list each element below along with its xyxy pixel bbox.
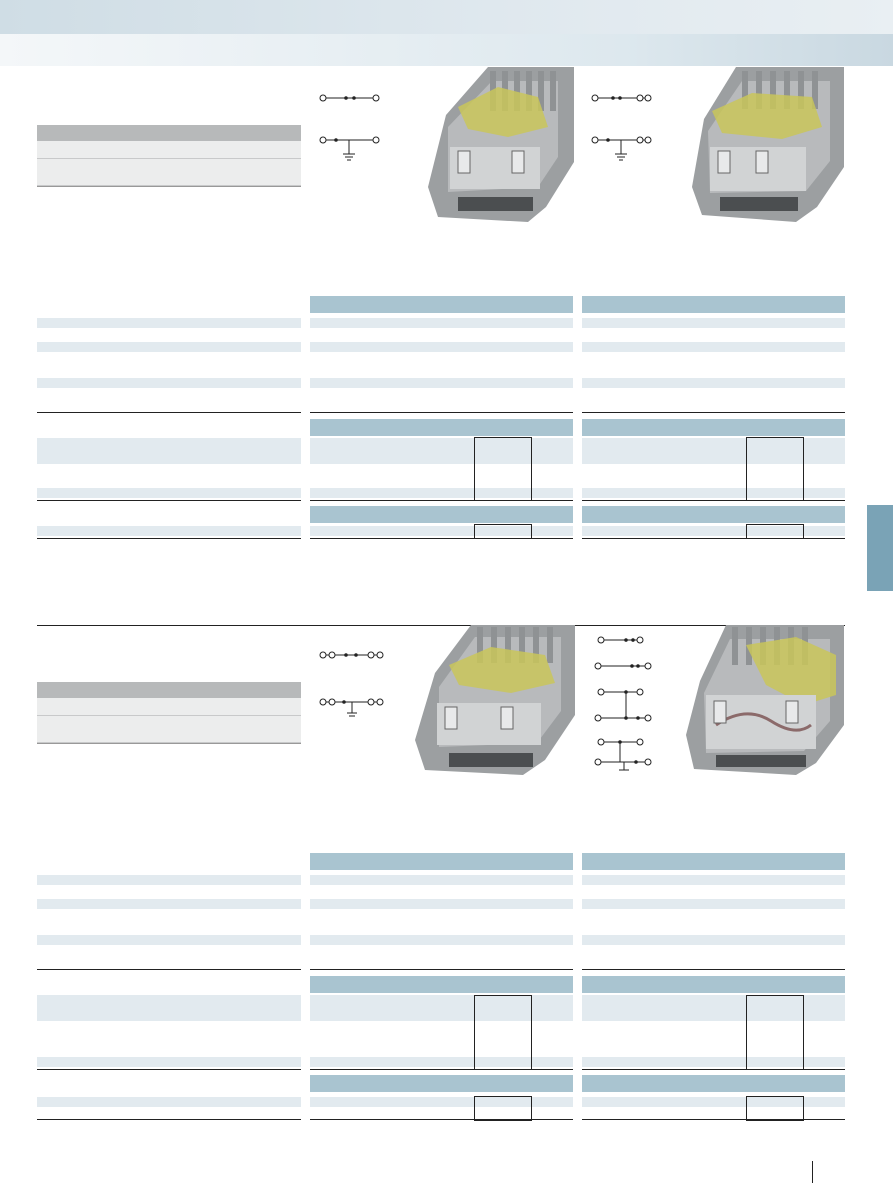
- spec-cell: [582, 318, 845, 328]
- spec-row: [37, 935, 301, 945]
- divider: [37, 1119, 301, 1120]
- spec-cell: [310, 1097, 573, 1107]
- ordering-box: [474, 1096, 532, 1121]
- divider: [37, 538, 301, 539]
- divider: [582, 412, 845, 413]
- info-box-bottom: [37, 682, 301, 744]
- spec-cell: [582, 378, 845, 388]
- ordering-box: [474, 995, 532, 1070]
- spec-cell: [582, 995, 845, 1021]
- divider: [37, 412, 301, 413]
- column-header-band: [310, 976, 573, 993]
- spec-cell: [582, 438, 845, 464]
- multi-level-schematic-icon: [594, 636, 652, 771]
- spec-cell: [310, 995, 573, 1021]
- divider: [37, 969, 301, 970]
- spec-cell: [310, 899, 573, 909]
- divider: [310, 1069, 573, 1070]
- divider: [310, 538, 573, 539]
- column-header-band: [310, 506, 573, 523]
- spec-cell: [582, 935, 845, 945]
- divider: [37, 1069, 301, 1070]
- column-header-band: [310, 419, 573, 436]
- spec-cell: [310, 378, 573, 388]
- info-box-header: [37, 125, 301, 141]
- ordering-box: [746, 437, 804, 501]
- spec-row: [37, 378, 301, 388]
- spec-row: [37, 1097, 301, 1107]
- spec-cell: [582, 1097, 845, 1107]
- spec-row: [37, 875, 301, 885]
- spec-cell: [582, 1057, 845, 1067]
- terminal-earth-schematic-icon: [319, 94, 380, 161]
- divider: [582, 1069, 845, 1070]
- spec-cell: [310, 438, 573, 464]
- ordering-box: [474, 437, 532, 501]
- divider: [310, 1119, 573, 1120]
- header-bar: [0, 0, 893, 34]
- divider: [582, 1119, 845, 1120]
- info-box-row: [37, 141, 301, 159]
- spec-row: [37, 318, 301, 328]
- spec-row: [37, 1057, 301, 1067]
- spec-cell: [310, 318, 573, 328]
- multi-level-terminal-photo-icon: [686, 625, 844, 775]
- spec-cell: [310, 935, 573, 945]
- column-header-band: [310, 296, 573, 313]
- divider: [582, 969, 845, 970]
- double-terminal-earth-schematic-icon: [319, 651, 384, 717]
- info-box-header: [37, 682, 301, 698]
- spec-cell: [310, 488, 573, 498]
- column-header-band: [582, 506, 845, 523]
- spec-row: [37, 488, 301, 498]
- spec-cell: [582, 899, 845, 909]
- info-box-row: [37, 698, 301, 716]
- spec-cell: [582, 488, 845, 498]
- spec-cell: [582, 342, 845, 352]
- info-box-top: [37, 125, 301, 187]
- divider: [310, 969, 573, 970]
- column-header-band: [582, 853, 845, 870]
- spec-cell: [310, 1057, 573, 1067]
- spec-row: [37, 342, 301, 352]
- column-header-band: [310, 1075, 573, 1092]
- divider: [582, 538, 845, 539]
- column-header-band: [310, 853, 573, 870]
- ordering-box: [746, 524, 804, 539]
- column-header-band: [582, 976, 845, 993]
- column-header-band: [582, 296, 845, 313]
- spec-row: [37, 899, 301, 909]
- divider: [582, 500, 845, 501]
- column-header-band: [582, 419, 845, 436]
- spec-cell: [582, 875, 845, 885]
- spec-cell: [310, 342, 573, 352]
- info-box-row: [37, 716, 301, 743]
- spec-row: [37, 526, 301, 536]
- page-number-rule: [812, 1161, 813, 1183]
- ordering-box: [746, 1096, 804, 1121]
- divider: [310, 412, 573, 413]
- spec-cell: [582, 526, 845, 536]
- section-divider: [37, 625, 845, 626]
- divider: [37, 500, 301, 501]
- spec-cell: [310, 875, 573, 885]
- info-box-row: [37, 159, 301, 186]
- terminal-block-photo-icon: [428, 67, 574, 222]
- column-header-band: [582, 1075, 845, 1092]
- divider: [310, 500, 573, 501]
- terminal-block-photo-icon: [692, 67, 844, 222]
- ordering-box: [746, 995, 804, 1070]
- terminal-earth-schematic-icon: [591, 94, 652, 161]
- spec-row: [37, 438, 301, 464]
- subheader-bar: [0, 34, 893, 66]
- terminal-block-photo-icon: [415, 625, 575, 775]
- spec-row: [37, 995, 301, 1021]
- ordering-box: [474, 524, 532, 539]
- chapter-tab[interactable]: [867, 505, 893, 591]
- spec-cell: [310, 526, 573, 536]
